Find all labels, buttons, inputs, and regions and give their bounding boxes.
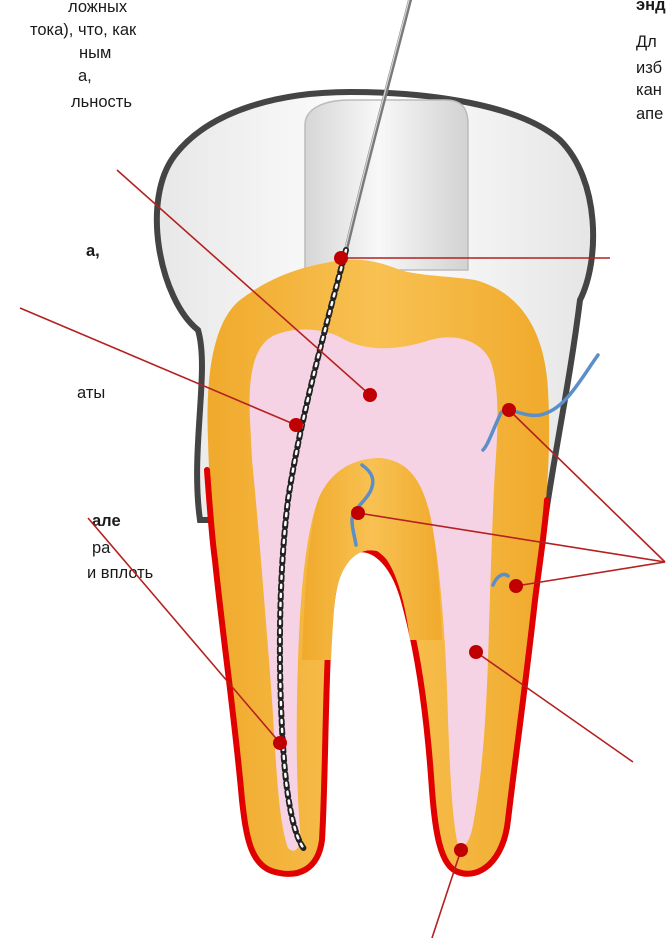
marker-pulp-chamber bbox=[363, 388, 377, 402]
marker-accessory-lower bbox=[509, 579, 523, 593]
marker-apex bbox=[454, 843, 468, 857]
marker-root-file bbox=[273, 736, 287, 750]
marker-file-top bbox=[334, 251, 348, 265]
marker-canal bbox=[469, 645, 483, 659]
marker-canal-file bbox=[289, 418, 303, 432]
marker-accessory-upper bbox=[502, 403, 516, 417]
access-cavity bbox=[305, 100, 468, 270]
marker-accessory-middle bbox=[351, 506, 365, 520]
